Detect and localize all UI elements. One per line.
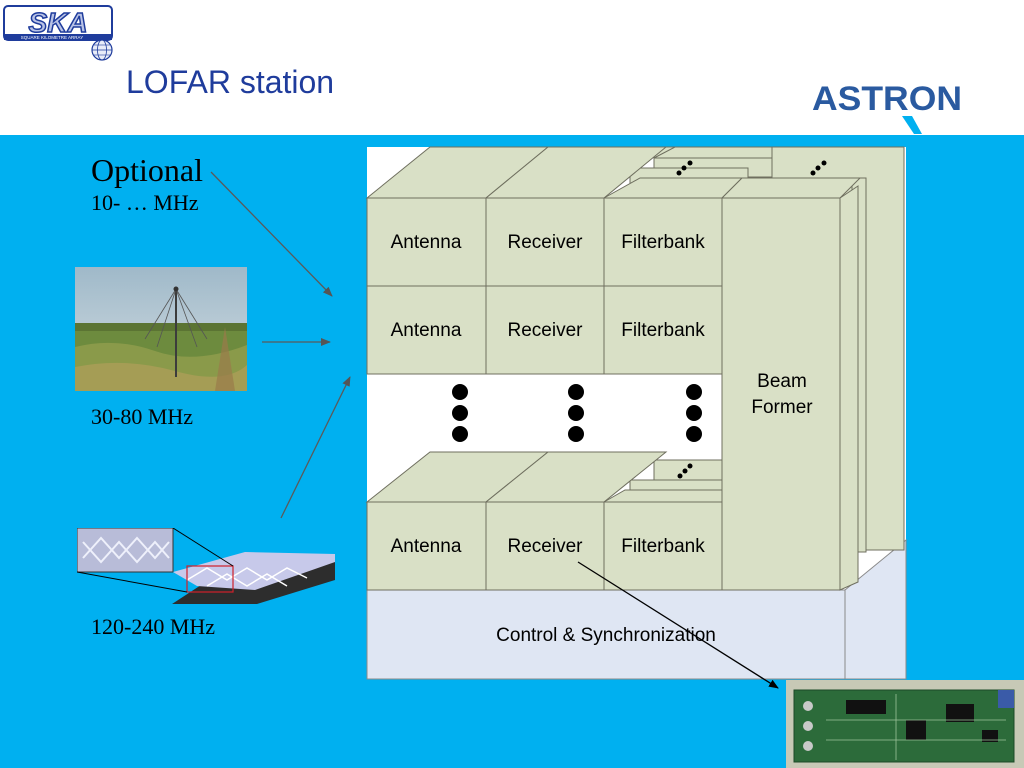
beam-former-label-line2: Former [751,397,813,418]
antenna-box-2 [366,285,487,375]
filterbank-box-1 [603,197,723,287]
antenna-label-3: Antenna [391,536,462,557]
receiver-label-1: Receiver [508,232,584,253]
lba-field-photo [75,267,247,391]
ska-logo-text: SKA [28,7,87,38]
receiver-box-3 [485,501,605,591]
receiver-box-2 [485,285,605,375]
filterbank-box-2 [603,285,723,375]
antenna-box-1 [366,197,487,287]
receiver-box-1 [485,197,605,287]
antenna-label-2: Antenna [391,320,462,341]
arrow-receiver-board [577,561,779,689]
freq-high-label: 120-240 MHz [91,614,216,639]
receiver-label-2: Receiver [508,320,584,341]
astron-logo: ASTRON [812,80,962,134]
filterbank-label-1: Filterbank [621,232,705,253]
page-title: LOFAR station [126,64,335,100]
slide-header [0,0,1024,135]
rcu-board-photo [786,680,1024,768]
control-sync-label: Control & Synchronization [496,625,716,646]
ska-logo: SKA SQUARE KILOMETRE ARRAY [3,5,113,61]
ska-logo-subtitle: SQUARE KILOMETRE ARRAY [21,35,83,40]
ellipsis-dots [452,384,702,442]
beam-former-box [721,197,841,591]
filterbank-label-3: Filterbank [621,536,705,557]
receiver-label-3: Receiver [508,536,584,557]
filterbank-label-2: Filterbank [621,320,705,341]
antenna-label-1: Antenna [391,232,462,253]
arrow-optional [210,171,333,297]
arrow-hba [280,376,351,519]
globe-icon [91,39,113,61]
astron-logo-text: ASTRON [812,80,962,118]
filterbank-box-3 [603,501,723,591]
optional-label: Optional [91,152,203,188]
hba-tile-image [77,528,335,604]
freq-optional-label: 10- … MHz [91,190,199,215]
antenna-box-3 [366,501,487,591]
freq-low-label: 30-80 MHz [91,404,194,429]
beam-former-label-line1: Beam [757,371,807,392]
